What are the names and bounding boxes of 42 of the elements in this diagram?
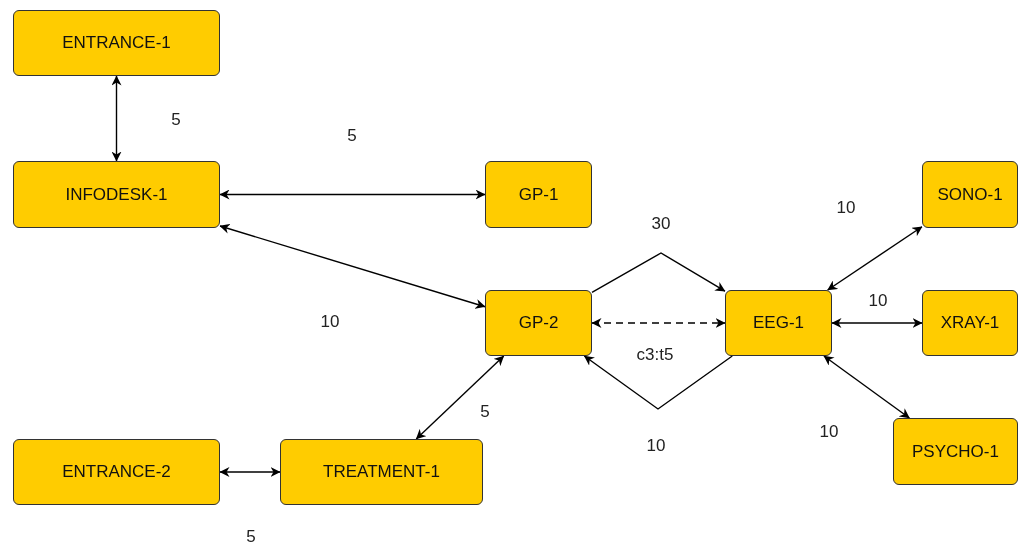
arrow xyxy=(219,224,486,309)
edge-label: 5 xyxy=(480,402,490,422)
process-box xyxy=(280,439,483,505)
node-label: XRAY-1 xyxy=(940,313,1000,333)
edge-label: 5 xyxy=(246,527,256,545)
node-label: PSYCHO-1 xyxy=(912,441,999,462)
arrow xyxy=(219,189,486,200)
process-box xyxy=(485,290,592,356)
arrow xyxy=(823,355,911,419)
process-box xyxy=(893,418,1018,485)
edge-label: 10 xyxy=(819,422,839,442)
arrow xyxy=(591,252,726,294)
edge-label: 10 xyxy=(836,198,856,218)
arrow xyxy=(583,355,733,410)
edge-label: 10 xyxy=(320,312,340,332)
process-box xyxy=(725,290,832,356)
edge-label: 5 xyxy=(171,110,181,130)
node-label: TREATMENT-1 xyxy=(323,462,440,482)
edge-label: 30 xyxy=(651,214,671,234)
edge-label: 5 xyxy=(347,126,357,146)
process-box xyxy=(13,10,220,76)
arrow xyxy=(831,318,923,328)
process-box xyxy=(13,161,220,228)
edge-label: c3:t5 xyxy=(636,345,674,365)
node-label: INFODESK-1 xyxy=(65,184,168,205)
arrow xyxy=(826,226,923,291)
arrow xyxy=(415,355,505,440)
dashed-arrow xyxy=(591,318,726,328)
node-label: SONO-1 xyxy=(937,184,1003,205)
process-box xyxy=(922,290,1018,356)
process-box xyxy=(922,161,1018,228)
node-label: ENTRANCE-1 xyxy=(62,33,171,53)
edge-label: 10 xyxy=(646,436,666,456)
process-box xyxy=(485,161,592,228)
node-label: GP-2 xyxy=(518,313,559,333)
node-label: GP-1 xyxy=(518,184,559,205)
node-label: ENTRANCE-2 xyxy=(62,462,171,482)
arrow xyxy=(219,467,281,477)
process-box xyxy=(13,439,220,505)
node-label: EEG-1 xyxy=(753,313,804,333)
arrow xyxy=(111,75,122,162)
edge-label: 10 xyxy=(868,291,888,311)
